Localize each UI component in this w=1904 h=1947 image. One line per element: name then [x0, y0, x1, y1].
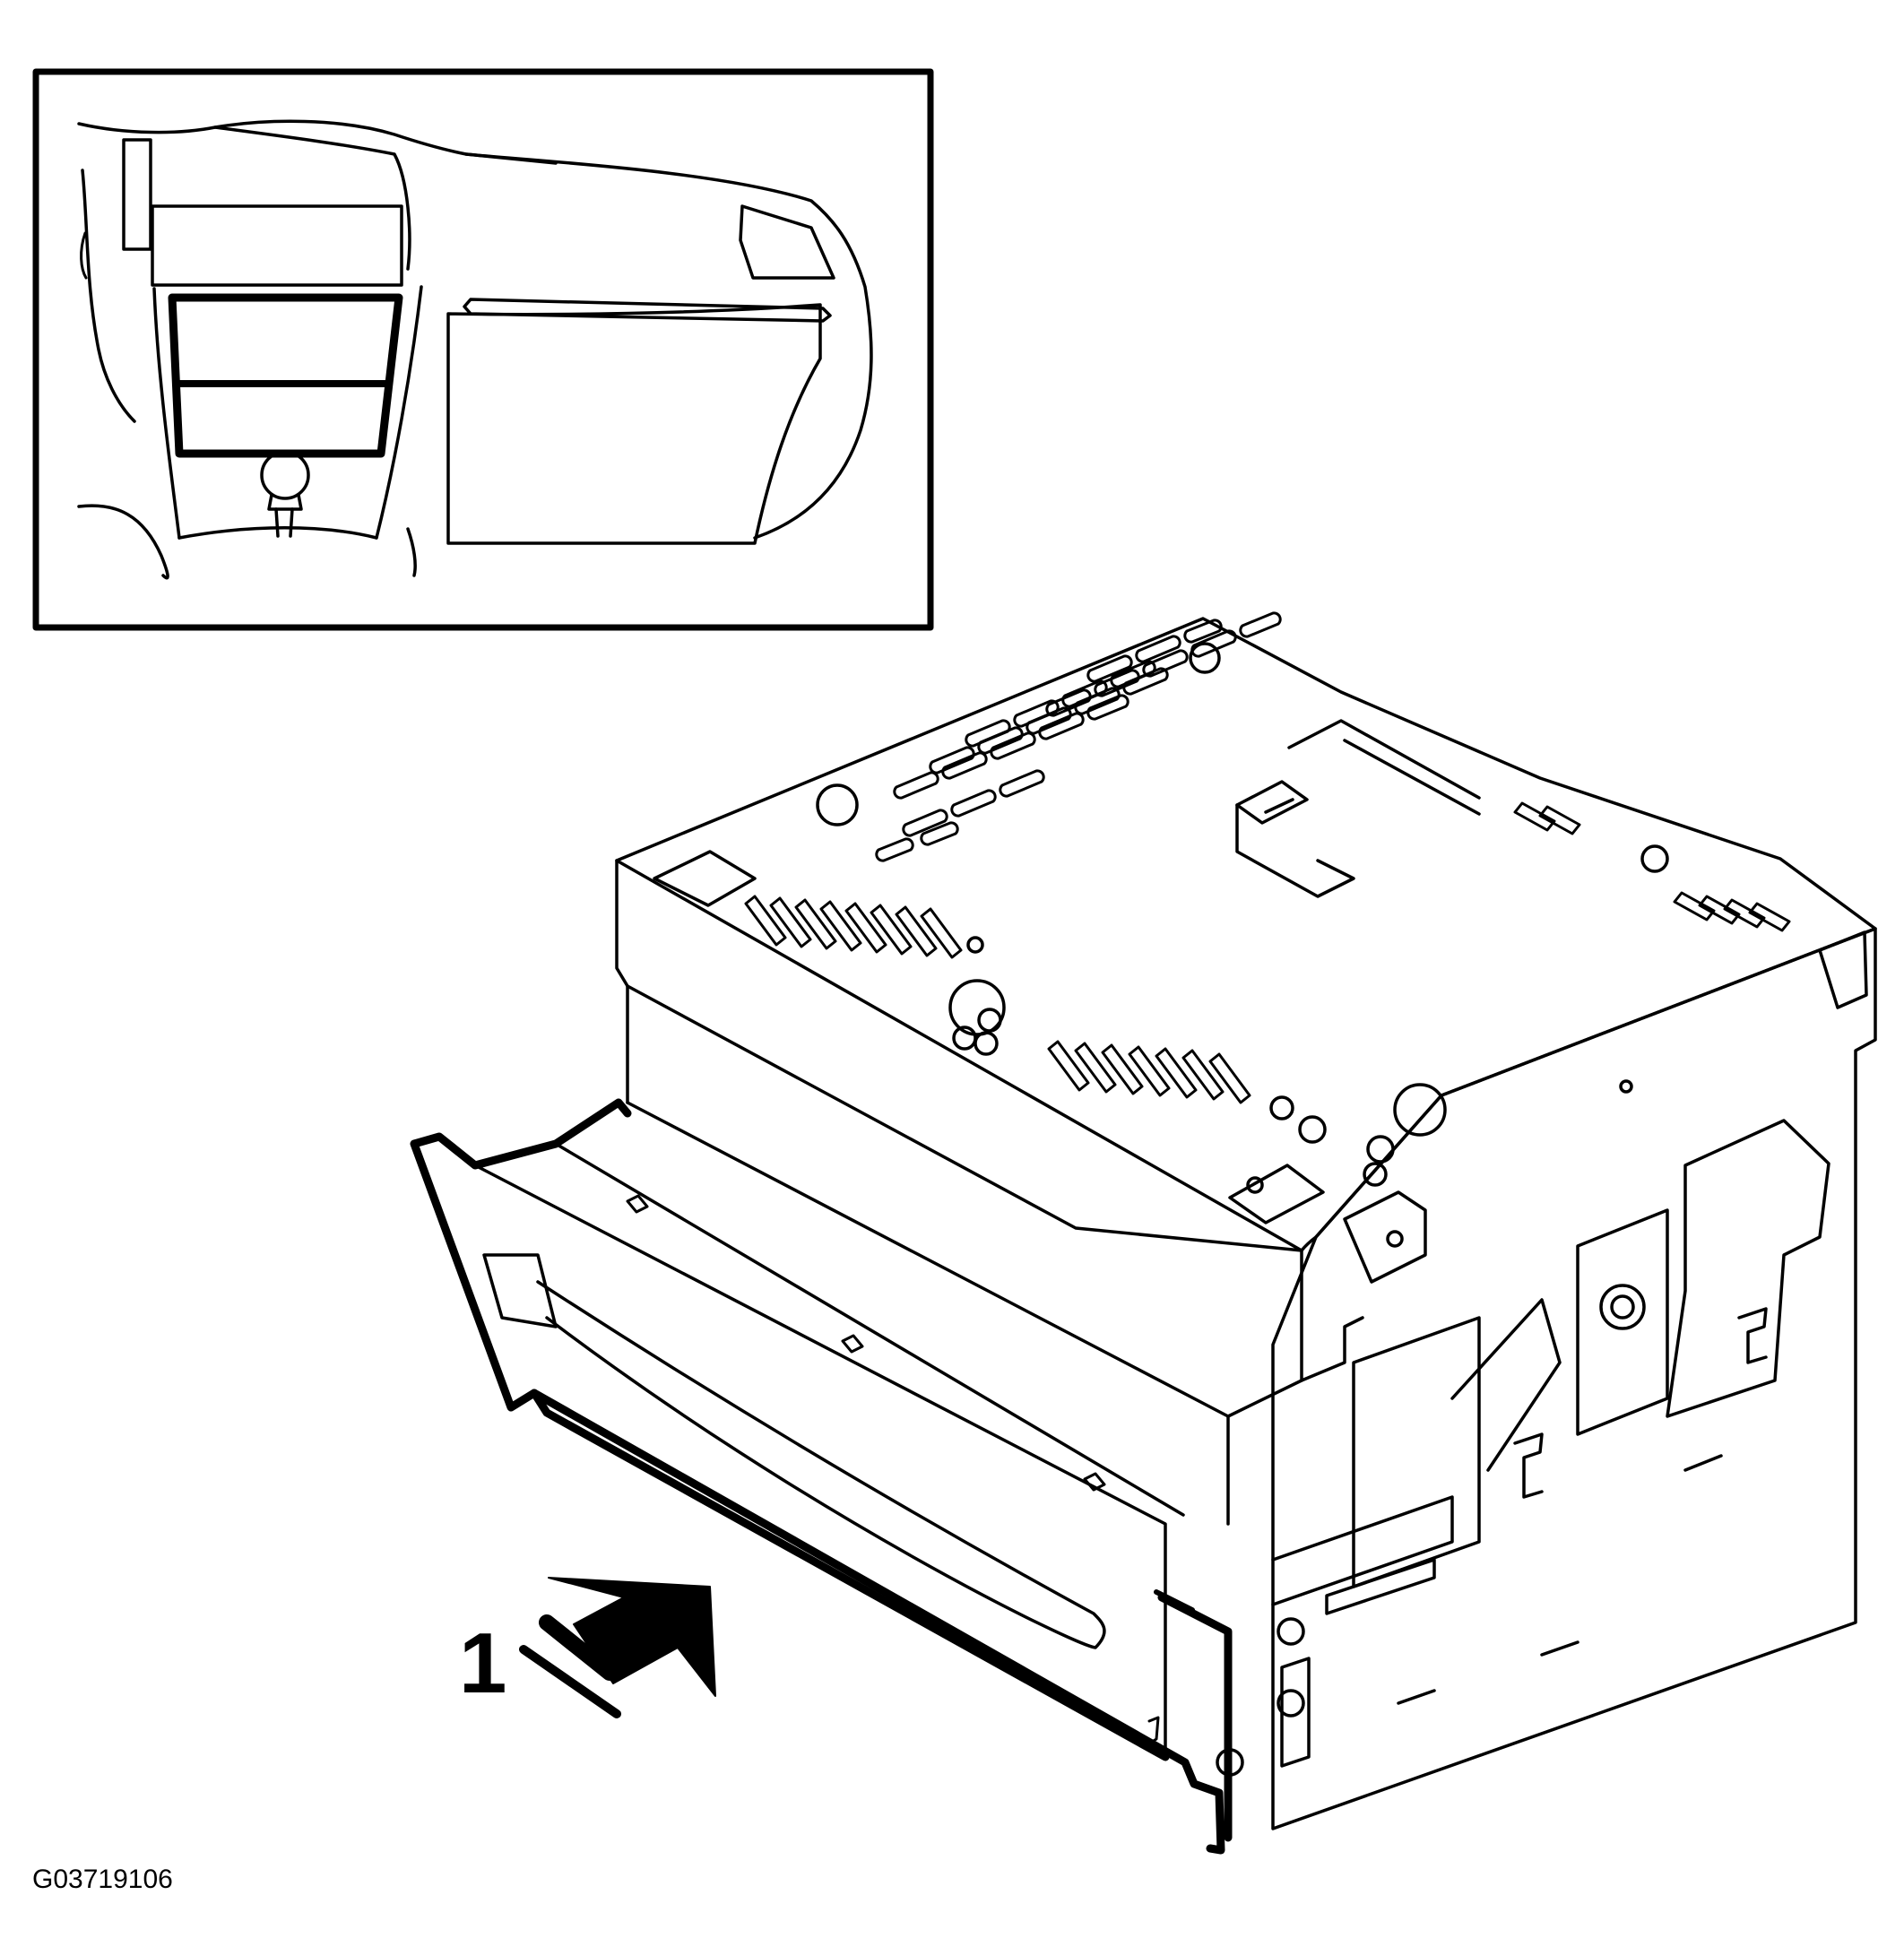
- top-cover-vent-slots: [875, 611, 1282, 862]
- radio-top-cover: [615, 617, 1877, 1252]
- glove-box-handle-slot: [463, 298, 832, 323]
- arrow-head: [548, 1577, 716, 1697]
- right-top-rail: [1287, 719, 1481, 816]
- front-corner-bracket: [653, 850, 757, 907]
- upper-display-panel: [151, 204, 403, 287]
- callout-number: 1: [459, 1615, 507, 1711]
- glove-box-outline: [446, 303, 822, 545]
- bezel-outer-outline: [410, 1098, 1225, 1855]
- bezel-screw: [1216, 1748, 1244, 1777]
- right-edge-vent-slots: [1513, 801, 1791, 932]
- side-mounting-bracket: [1666, 1119, 1830, 1418]
- middle-edge-vent-slots: [1047, 1040, 1251, 1104]
- dashboard-locator-inset: [32, 68, 934, 631]
- steering-wheel-edge: [81, 169, 136, 423]
- inset-frame: [32, 68, 934, 631]
- passenger-air-vent: [739, 204, 835, 280]
- gear-shift-knob: [260, 450, 310, 538]
- figure-id: G03719106: [32, 1865, 173, 1894]
- center-console: [152, 287, 181, 540]
- rear-corner-bracket: [1228, 1164, 1325, 1224]
- push-direction-arrow-icon: [519, 1577, 716, 1718]
- bezel-face-panel: [473, 1164, 1167, 1759]
- arrow-tail-stripe: [519, 1645, 621, 1718]
- front-edge-vent-slots: [744, 895, 963, 959]
- arrow-shaft: [539, 1614, 618, 1681]
- radio-trim-bezel: [410, 1098, 1244, 1855]
- radio-unit: [615, 611, 1877, 1830]
- top-mounting-holes: [816, 642, 1669, 1248]
- radio-location-highlight: [168, 293, 403, 458]
- top-label-tab: [1235, 780, 1309, 825]
- cd-slot: [536, 1280, 1106, 1649]
- dashboard-top-line: [77, 119, 873, 540]
- radio-right-side-panel: [1271, 927, 1877, 1830]
